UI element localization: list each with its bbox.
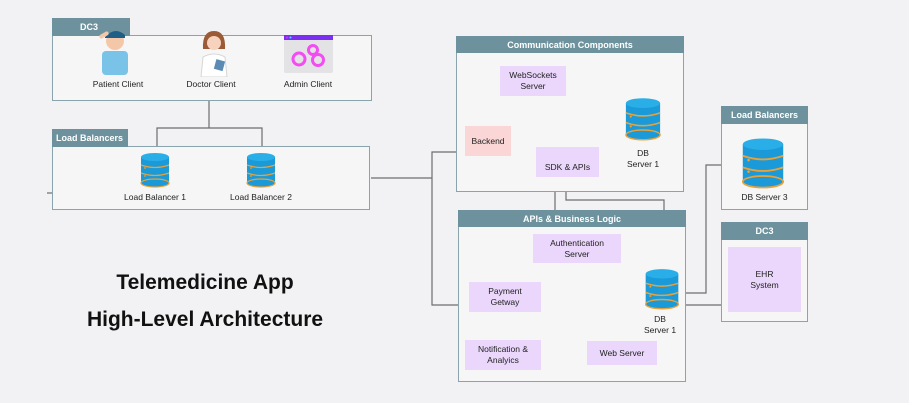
web-server-node: Web Server — [587, 341, 657, 365]
database-icon — [625, 97, 661, 141]
notification-analytics-node: Notification & Analyics — [465, 340, 541, 370]
database-icon — [140, 152, 170, 188]
database-icon — [644, 268, 680, 310]
patient-icon — [99, 30, 128, 75]
patient-client-label: Patient Client — [92, 79, 144, 89]
database-icon — [246, 152, 276, 188]
load-balancer-2-label: Load Balancer 2 — [230, 192, 292, 202]
gears-window-icon — [284, 35, 333, 73]
db-server-3-label: DB Server 3 — [741, 192, 788, 202]
doctor-icon — [200, 31, 228, 77]
payment-gateway-node: Payment Getway — [469, 282, 541, 312]
diagram-title-line1: Telemedicine App — [116, 271, 294, 294]
load-balancer-1-label: Load Balancer 1 — [124, 192, 186, 202]
link-bus — [431, 151, 458, 306]
doctor-client-label: Doctor Client — [186, 79, 236, 89]
backend-node: Backend — [465, 126, 511, 156]
db-server-1-business-label: DB Server 1 — [643, 314, 677, 335]
db-server-3-panel-tab: Load Balancers — [721, 106, 808, 124]
business-logic-panel-tab: APIs & Business Logic — [458, 210, 686, 227]
load-balancers-panel-tab: Load Balancers — [52, 129, 128, 147]
ehr-system-node: EHR System — [728, 247, 801, 312]
sdk-apis-node: SDK & APIs — [536, 147, 599, 177]
link-lb-bracket — [156, 127, 263, 147]
communication-panel-tab: Communication Components — [456, 36, 684, 53]
db-server-1-label: DB Server 1 — [626, 148, 660, 169]
ehr-panel-tab: DC3 — [721, 222, 808, 240]
clients-panel-tab: DC3 — [52, 18, 130, 36]
websockets-server-node: WebSockets Server — [500, 66, 566, 96]
admin-client-label: Admin Client — [283, 79, 333, 89]
diagram-title-line2: High-Level Architecture — [86, 308, 324, 331]
load-balancers-panel — [52, 146, 370, 210]
database-icon — [741, 137, 785, 189]
authentication-server-node: Authentication Server — [533, 234, 621, 263]
